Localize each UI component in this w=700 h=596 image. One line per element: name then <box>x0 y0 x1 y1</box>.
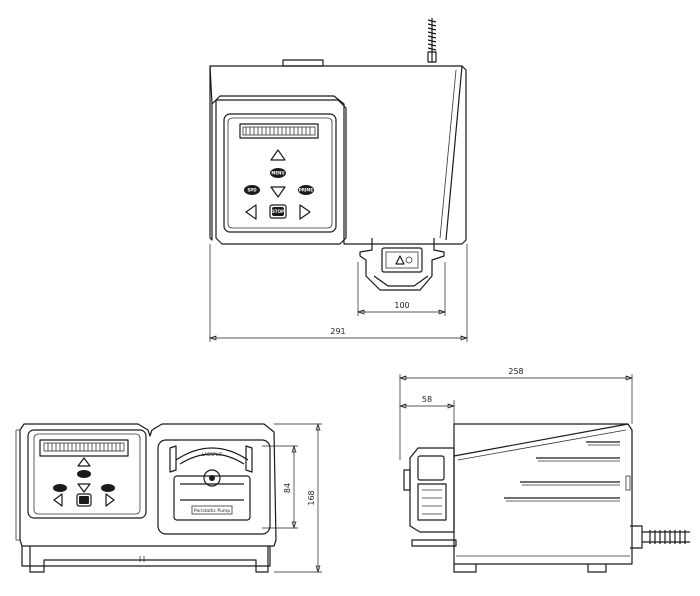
menu-button[interactable] <box>270 168 286 178</box>
front-view: LABSPLIT Peristaltic Pump 84 168 <box>15 422 322 574</box>
spd-button[interactable] <box>244 185 260 195</box>
pumphead-brand: LABSPLIT <box>202 452 223 458</box>
side-pumphead <box>409 447 455 533</box>
menu-button-label: MENU <box>271 171 284 176</box>
pumphead-plate: Peristaltic Pump <box>194 508 230 514</box>
right-arrow-icon[interactable] <box>299 204 311 220</box>
dimension-84: 84 <box>262 444 298 530</box>
dimension-58: 58 <box>398 395 456 424</box>
stop-button-label: STOP <box>272 209 284 214</box>
front-keypad-panel <box>27 429 147 519</box>
rear-connector <box>282 59 324 67</box>
front-right-arrow-icon <box>105 493 115 507</box>
top-view: MENU SPD PRIME STOP 100 <box>208 18 469 342</box>
front-base <box>21 546 271 567</box>
front-pumphead-recess <box>157 439 271 535</box>
front-panel-outline <box>215 99 347 245</box>
dimension-291: 291 <box>208 244 469 342</box>
side-feet <box>453 564 607 573</box>
svg-text:84: 84 <box>283 483 292 493</box>
pumphead-rotor-arc <box>175 447 249 461</box>
front-stop-button <box>76 493 92 507</box>
prime-button[interactable] <box>298 185 314 195</box>
side-view: 258 58 <box>398 367 690 573</box>
svg-text:100: 100 <box>394 301 409 310</box>
stop-button[interactable] <box>269 204 287 219</box>
left-arrow-icon[interactable] <box>245 204 257 220</box>
top-pumphead <box>359 238 445 291</box>
display-window <box>239 123 319 139</box>
vent-slots <box>504 457 620 499</box>
svg-text:168: 168 <box>307 490 316 505</box>
front-housing <box>19 423 277 547</box>
pumphead-clamps <box>169 445 253 473</box>
svg-text:58: 58 <box>422 395 432 404</box>
up-arrow-icon[interactable] <box>270 149 286 161</box>
svg-text:258: 258 <box>508 367 523 376</box>
front-prime-button <box>101 484 115 492</box>
top-housing <box>209 65 467 245</box>
dimension-100: 100 <box>356 262 447 316</box>
down-arrow-icon[interactable] <box>270 186 286 198</box>
side-housing <box>453 423 633 565</box>
front-spd-button <box>53 484 67 492</box>
dimension-258: 258 <box>398 367 634 460</box>
front-left-arrow-icon <box>53 493 63 507</box>
prime-button-label: PRIME <box>299 188 313 193</box>
front-down-arrow-icon <box>77 483 91 493</box>
front-menu-button <box>77 470 91 478</box>
front-up-arrow-icon <box>77 457 91 467</box>
svg-text:291: 291 <box>330 327 345 336</box>
dimension-168: 168 <box>274 422 322 574</box>
side-cable-spring <box>630 525 690 549</box>
cable-spring <box>427 18 437 63</box>
keypad-panel <box>223 113 337 233</box>
spd-button-label: SPD <box>247 188 257 193</box>
